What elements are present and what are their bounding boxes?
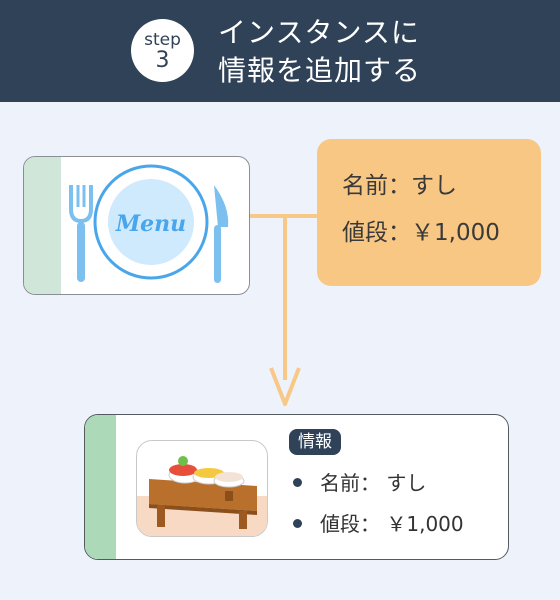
info-name-line: 名前：すし [342,173,457,199]
info-tag: 情報 [289,429,341,455]
step-badge: step 3 [131,19,194,82]
instance-name-line: 名前： すし [293,470,426,496]
header-bar: step 3 インスタンスに 情報を追加する [0,0,560,102]
sushi-instance-card: 情報 名前： すし 値段： ￥1,000 [84,414,509,560]
instance-name-text: 名前： すし [320,471,427,495]
arrow-head-icon [269,367,301,406]
instance-price-line: 値段： ￥1,000 [293,511,464,537]
sushi-pieces-icon [168,456,245,488]
menu-plate-illustration: Menu [69,164,229,283]
step-number: 3 [155,48,170,73]
instance-card-stripe [85,415,116,559]
menu-card-stripe [24,157,61,294]
plate-text: Menu [115,211,186,237]
knife-icon [214,185,229,283]
page-title: インスタンスに 情報を追加する [218,14,421,90]
sushi-illustration [137,456,267,536]
title-line-2: 情報を追加する [218,54,422,87]
instance-price-text: 値段： ￥1,000 [320,512,464,536]
title-line-1: インスタンスに [218,16,420,49]
info-bubble: 名前：すし 値段：￥1,000 [317,139,541,286]
plate-icon: Menu [93,164,209,280]
step-word: step [144,30,181,50]
menu-class-card: Menu [23,156,250,295]
bullet-icon [293,478,302,487]
fork-icon [69,185,93,282]
sushi-image-frame [136,440,268,537]
bullet-icon [293,519,302,528]
info-price-line: 値段：￥1,000 [342,220,500,246]
